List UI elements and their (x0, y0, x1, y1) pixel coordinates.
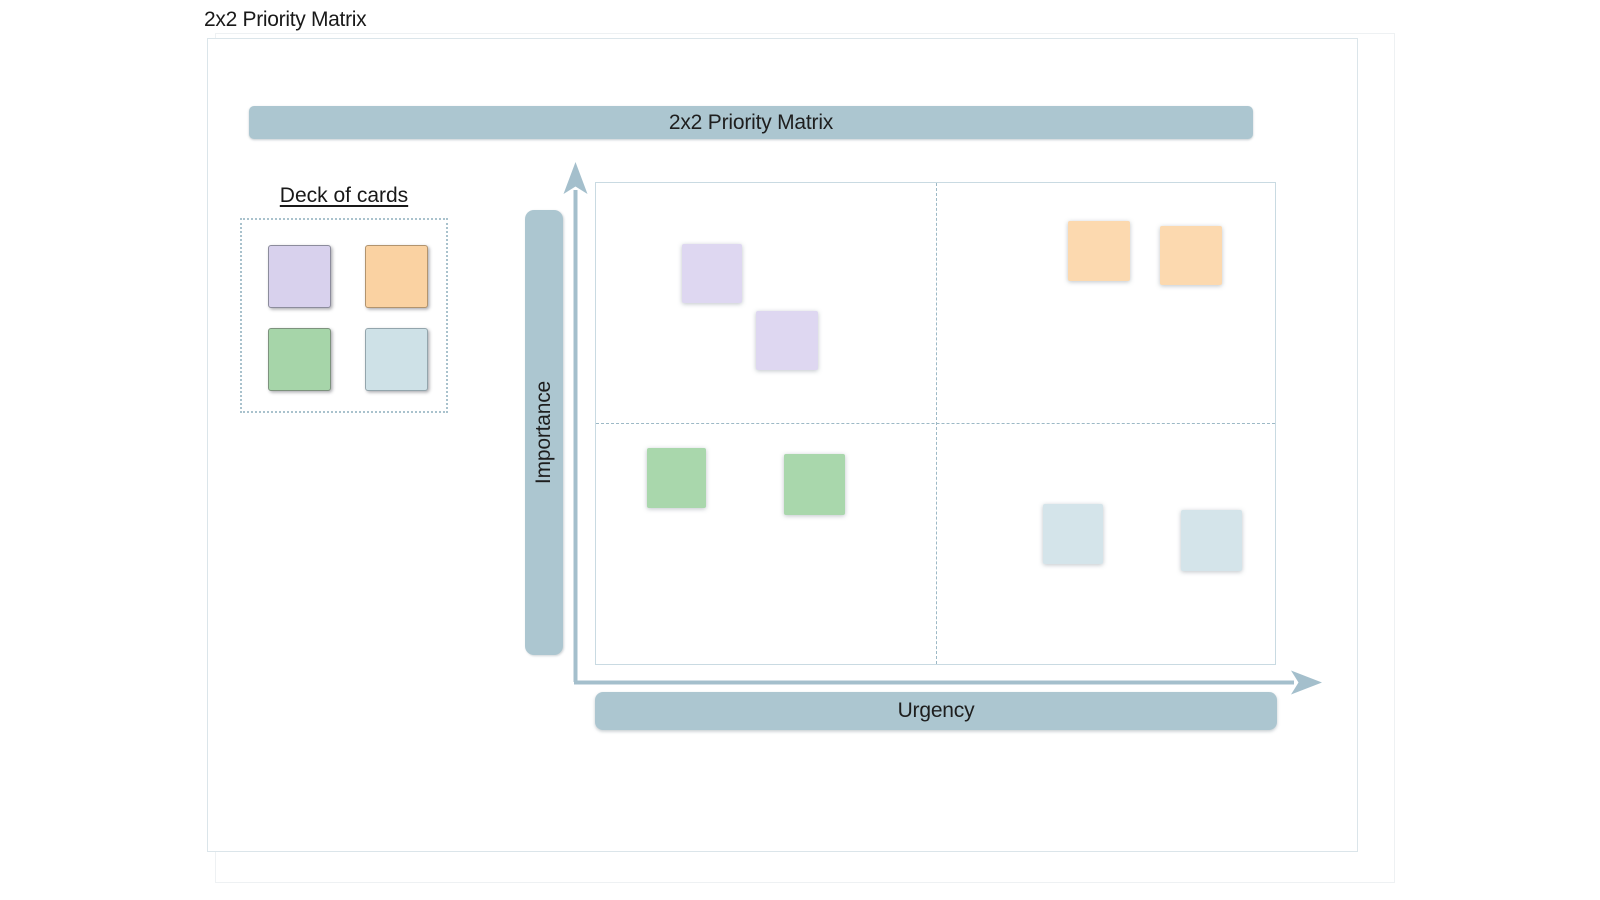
y-axis-label: Importance (532, 380, 555, 485)
note-blue-2[interactable] (1181, 510, 1242, 571)
note-purple-2[interactable] (756, 311, 818, 370)
board-header-bar[interactable]: 2x2 Priority Matrix (249, 106, 1253, 139)
note-purple-1[interactable] (682, 244, 742, 303)
note-orange-1[interactable] (1068, 221, 1130, 281)
y-axis-label-bar[interactable]: Importance (525, 210, 563, 655)
quadrant-top-right[interactable] (935, 183, 1275, 423)
note-blue-1[interactable] (1043, 504, 1103, 564)
note-green-1[interactable] (647, 448, 706, 508)
deck-card-purple[interactable] (268, 245, 331, 308)
deck-label: Deck of cards (279, 184, 409, 207)
x-axis-label-bar[interactable]: Urgency (595, 692, 1277, 730)
board-header-label: 2x2 Priority Matrix (668, 110, 834, 134)
x-axis-label: Urgency (897, 699, 975, 722)
deck-card-blue[interactable] (365, 328, 428, 391)
quadrant-top-left[interactable] (596, 183, 936, 423)
note-orange-2[interactable] (1160, 226, 1222, 285)
deck-card-green[interactable] (268, 328, 331, 391)
note-green-2[interactable] (784, 454, 845, 515)
deck-card-orange[interactable] (365, 245, 428, 308)
matrix-divider-horizontal (596, 423, 1275, 424)
deck-box[interactable] (240, 218, 448, 413)
page-title: 2x2 Priority Matrix (204, 8, 367, 31)
